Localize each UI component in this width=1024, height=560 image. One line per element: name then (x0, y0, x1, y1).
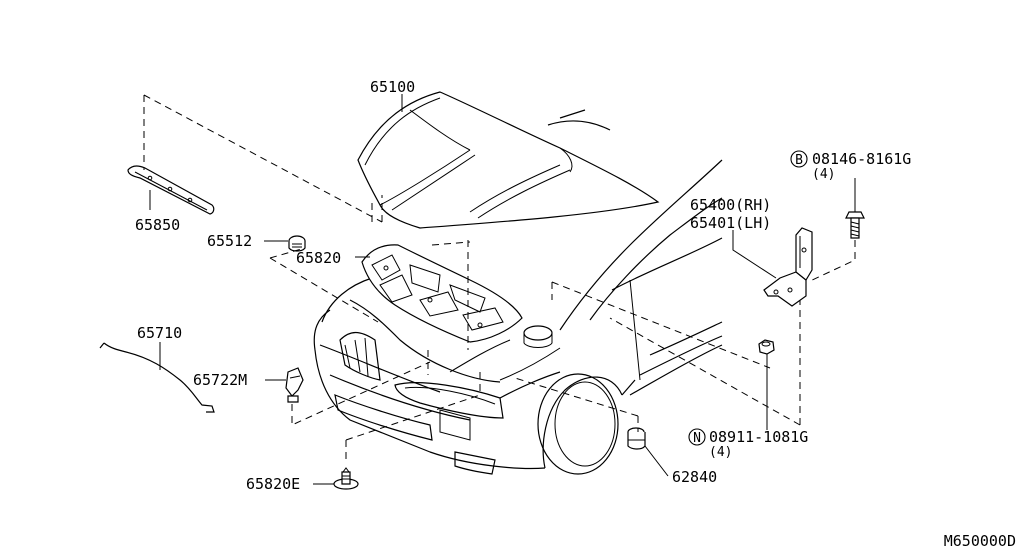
bolt-callout: B 08146-8161G (4) (790, 150, 911, 182)
nut-callout: N 08911-1081G (4) (688, 428, 808, 460)
label-62840: 62840 (672, 468, 717, 486)
label-65512: 65512 (207, 232, 252, 250)
nut-symbol-circle (688, 428, 706, 446)
bolt-qty: (4) (812, 167, 835, 182)
leader-lines (149, 94, 856, 485)
diagram-code: M650000D (944, 532, 1016, 550)
nut-qty: (4) (709, 445, 732, 460)
assembly-lines (143, 94, 856, 462)
hinge-bolt-part[interactable] (845, 211, 865, 239)
bolt-symbol: B (795, 153, 803, 168)
nut-symbol: N (693, 431, 701, 446)
bumper-rubber-part[interactable] (627, 427, 646, 450)
car-body (313, 109, 723, 475)
label-65400-rh: 65400(RH) (690, 196, 771, 214)
label-65850: 65850 (135, 216, 180, 234)
hood-panel[interactable] (357, 91, 660, 229)
bolt-number: 08146-8161G (812, 150, 911, 168)
hood-hinge-part[interactable] (763, 227, 813, 307)
label-65100: 65100 (370, 78, 415, 96)
bolt-symbol-circle (790, 150, 808, 168)
label-65820e: 65820E (246, 475, 300, 493)
nut-number: 08911-1081G (709, 428, 808, 446)
insulator-clip-part[interactable] (333, 467, 359, 490)
hood-seal-part[interactable] (127, 165, 215, 215)
hood-rod-holder-part[interactable] (285, 367, 304, 403)
label-65401-lh: 65401(LH) (690, 214, 771, 232)
hood-stay-clip-part[interactable] (288, 235, 306, 252)
hood-stay-rod-part[interactable] (99, 342, 215, 413)
label-65722m: 65722M (193, 371, 247, 389)
hood-insulator-part[interactable] (361, 244, 523, 343)
label-65820: 65820 (296, 249, 341, 267)
hinge-nut-part[interactable] (758, 339, 775, 355)
label-65710: 65710 (137, 324, 182, 342)
